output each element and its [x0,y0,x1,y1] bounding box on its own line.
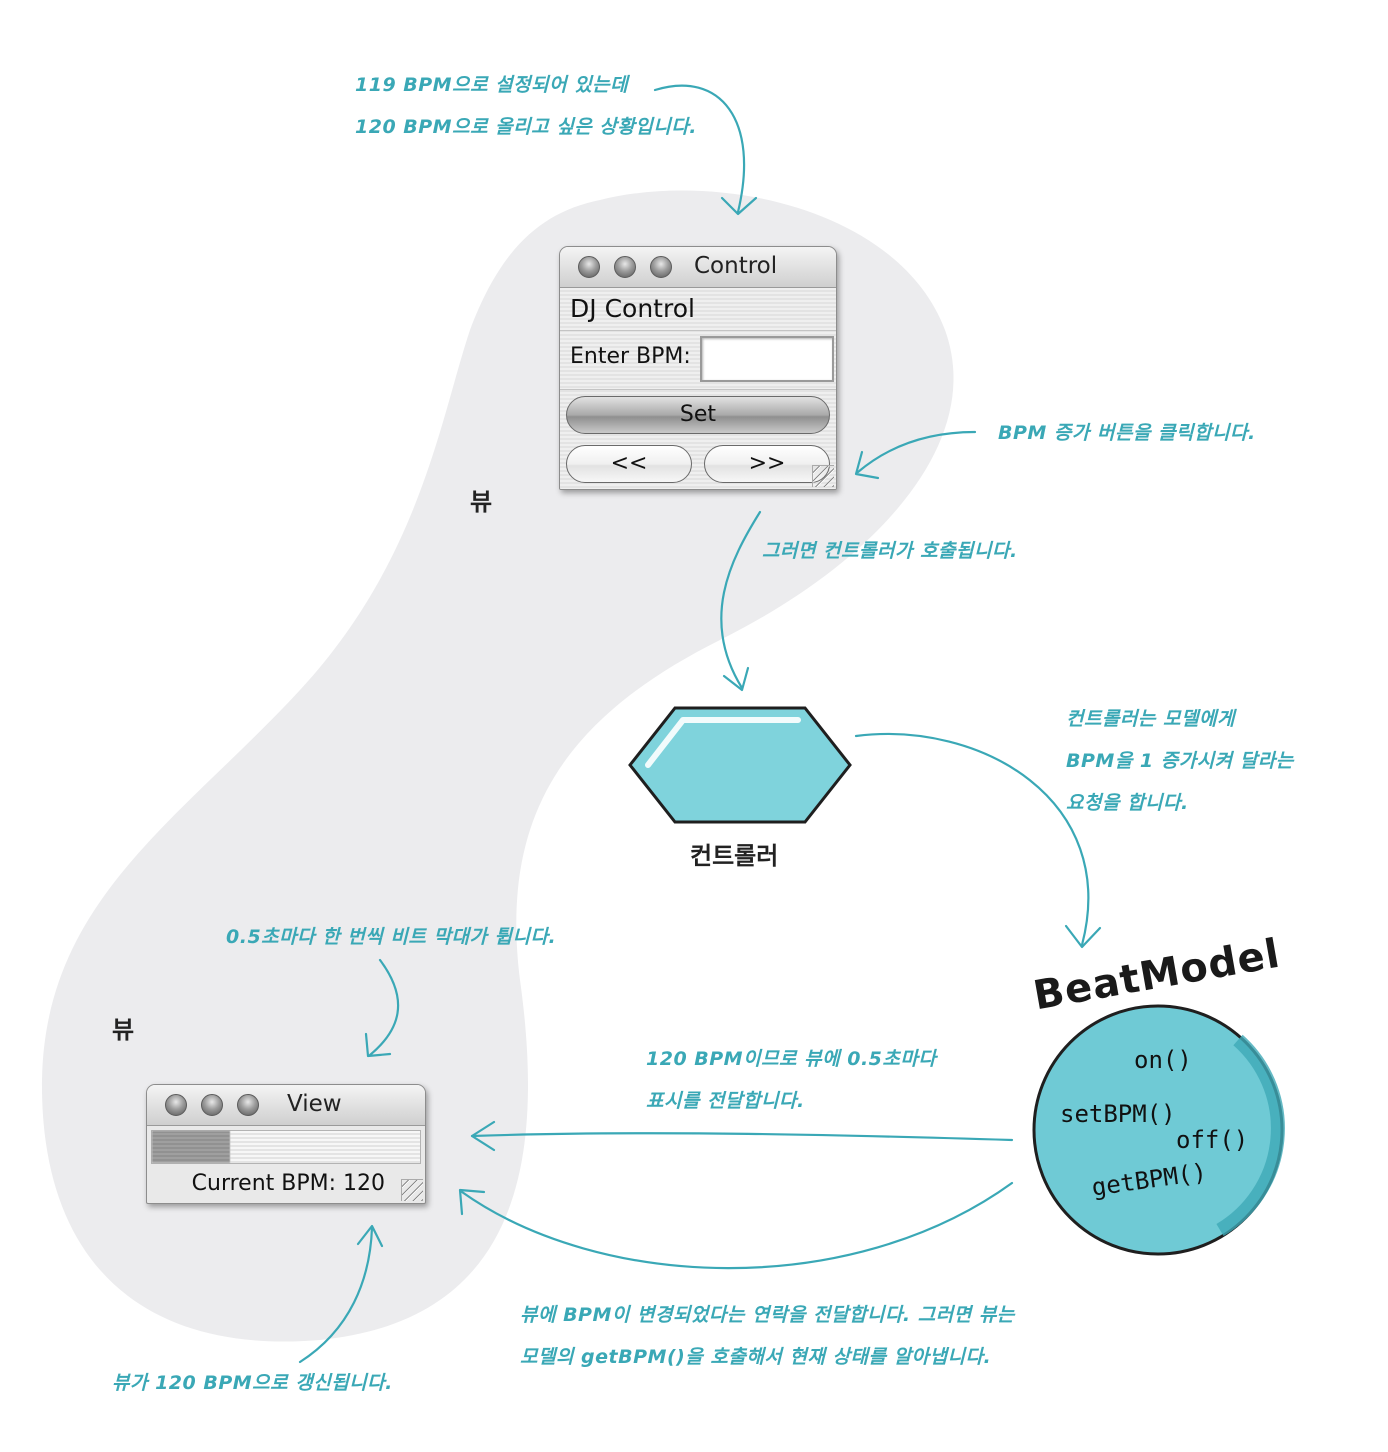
control-titlebar[interactable]: Control [560,247,836,288]
note-view-updated: 뷰가 120 BPM으로 갱신됩니다. [112,1372,393,1394]
zoom-button[interactable] [650,256,672,278]
arrow-to-control [653,84,746,214]
view-window: View Current BPM: 120 [146,1084,426,1204]
model-circle [1032,1004,1285,1256]
bpm-input[interactable] [700,336,834,382]
dj-control-heading: DJ Control [560,288,836,331]
view-label-top: 뷰 [470,488,493,516]
bpm-label: Enter BPM: [570,344,691,369]
arrow-to-controller [720,510,762,690]
control-window: Control DJ Control Enter BPM: Set << >> [559,246,837,490]
close-button[interactable] [165,1094,187,1116]
note-click-increase: BPM 증가 버튼을 클릭합니다. [998,422,1256,444]
method-off: off() [1176,1126,1249,1154]
arrow-beat-to-view [470,1132,1014,1142]
arrow-bpm-changed [460,1181,1014,1270]
increase-bpm-button[interactable]: >> [704,445,830,483]
close-button[interactable] [578,256,600,278]
method-on: on() [1134,1046,1192,1074]
note-beat-bar: 0.5초마다 한 번씩 비트 막대가 튑니다. [226,926,557,948]
minimize-button[interactable] [201,1094,223,1116]
arrow-to-view-bar [368,958,400,1057]
beat-bar [151,1130,421,1164]
arrow-view-updated [298,1226,374,1364]
controller-hexagon [628,706,852,824]
set-button[interactable]: Set [566,396,830,434]
minimize-button[interactable] [614,256,636,278]
resize-grip-icon[interactable] [812,465,834,487]
arrow-to-model [854,732,1090,947]
current-bpm-label: Current BPM: 120 [191,1171,385,1196]
arrow-to-increase [856,430,977,474]
view-window-title: View [287,1091,342,1117]
resize-grip-icon[interactable] [401,1179,423,1201]
bpm-entry-row: Enter BPM: [560,331,836,390]
zoom-button[interactable] [237,1094,259,1116]
controller-label: 컨트롤러 [690,842,779,870]
view-titlebar[interactable]: View [147,1085,425,1126]
decrease-bpm-button[interactable]: << [566,445,692,483]
view-label-bottom: 뷰 [112,1016,135,1044]
beat-bar-fill [152,1131,230,1163]
method-setbpm: setBPM() [1060,1100,1176,1128]
control-window-title: Control [694,253,778,279]
note-controller-called: 그러면 컨트롤러가 호출됩니다. [762,540,1018,562]
